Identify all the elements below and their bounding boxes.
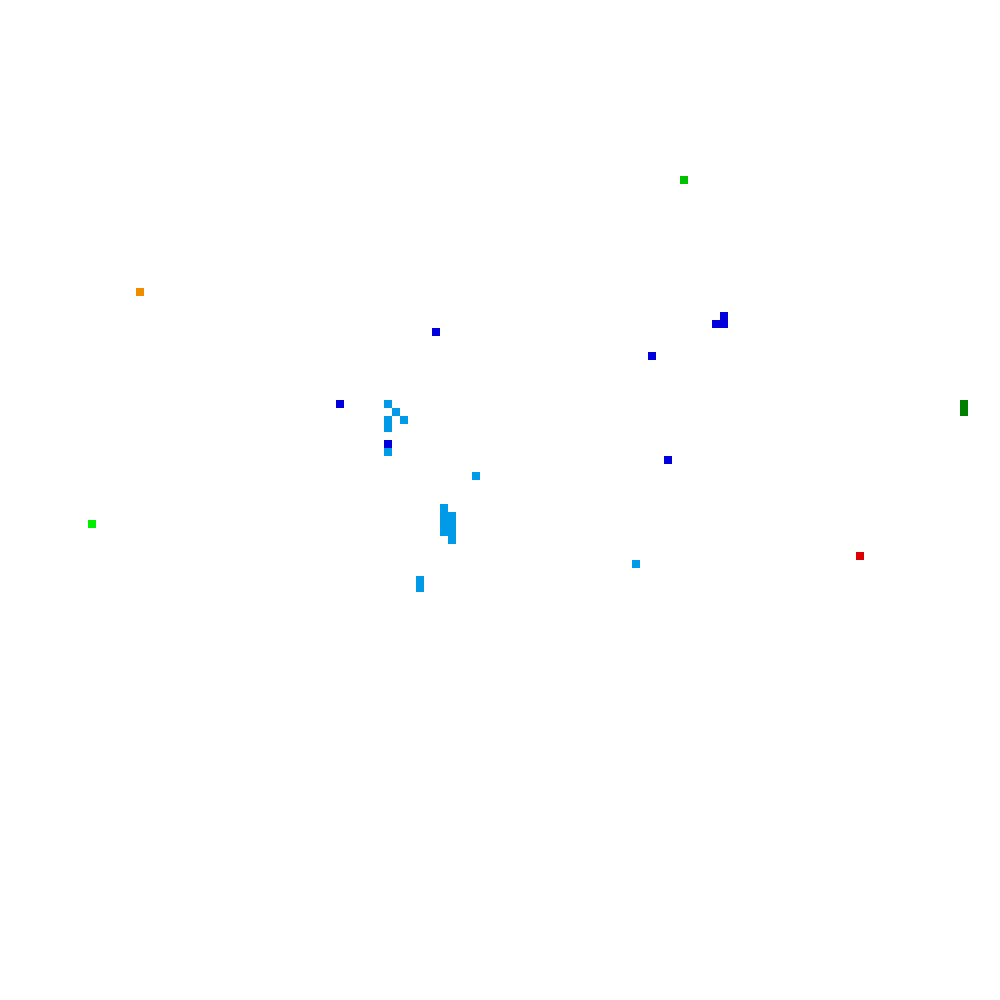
map-cell-blue <box>648 352 656 360</box>
map-cell-dark-green <box>960 408 968 416</box>
map-cell-sky <box>448 520 456 528</box>
map-cell-sky <box>392 408 400 416</box>
map-cell-dark-green <box>960 400 968 408</box>
map-cell-blue <box>432 328 440 336</box>
map-cell-sky <box>400 416 408 424</box>
map-cell-sky <box>632 560 640 568</box>
map-cell-sky <box>440 520 448 528</box>
map-cell-blue <box>664 456 672 464</box>
map-cell-lime <box>88 520 96 528</box>
map-cell-sky <box>416 584 424 592</box>
map-cell-blue <box>720 312 728 320</box>
map-cell-sky <box>440 528 448 536</box>
map-cell-sky <box>416 576 424 584</box>
map-cell-sky <box>384 400 392 408</box>
map-cell-sky <box>384 424 392 432</box>
map-cell-blue <box>384 440 392 448</box>
map-cell-orange <box>136 288 144 296</box>
map-cell-blue <box>720 320 728 328</box>
map-cell-blue <box>336 400 344 408</box>
map-cell-sky <box>384 416 392 424</box>
map-cell-red <box>856 552 864 560</box>
map-cell-sky <box>472 472 480 480</box>
map-cell-sky <box>448 536 456 544</box>
map-cell-green <box>680 176 688 184</box>
map-cell-blue <box>712 320 720 328</box>
map-cell-sky <box>448 512 456 520</box>
map-cell-sky <box>448 528 456 536</box>
map-cell-sky <box>440 512 448 520</box>
map-cell-sky <box>440 504 448 512</box>
map-cell-sky <box>384 448 392 456</box>
